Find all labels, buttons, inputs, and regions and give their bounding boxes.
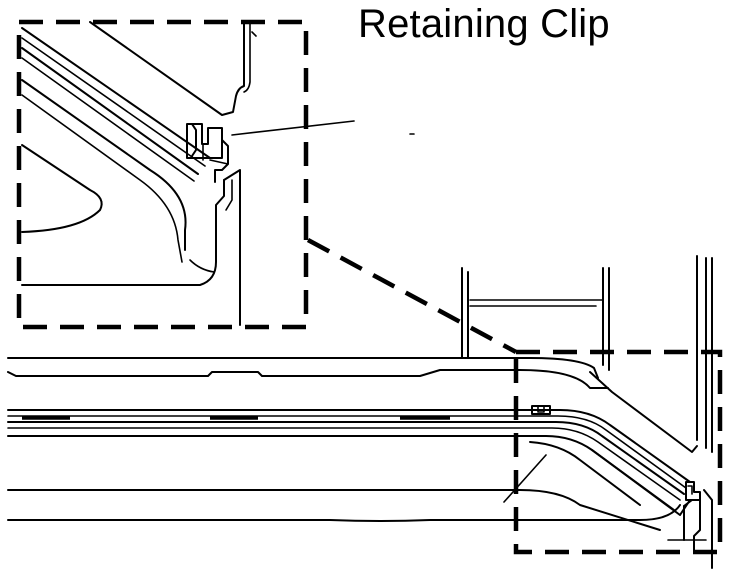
callout-label: Retaining Clip — [358, 2, 610, 46]
inset-wall-cap — [223, 169, 241, 181]
inset-rail-line — [21, 47, 199, 175]
rail-line — [7, 415, 687, 489]
rail-bracket-slot — [537, 405, 545, 413]
rail-line — [7, 435, 675, 511]
detail-inset-border — [16, 19, 309, 330]
inset-rail-line — [21, 27, 211, 159]
inset-bracket-flange — [243, 21, 251, 93]
tray-upper-edge — [7, 489, 661, 531]
retaining-clip — [683, 481, 701, 551]
inset-bracket-tick — [251, 31, 257, 37]
upper-panel-edge — [7, 357, 599, 379]
detail-inset — [16, 19, 355, 330]
rail-line — [7, 427, 681, 501]
callout-leader-line — [231, 120, 355, 136]
inset-tray-wall — [21, 94, 183, 263]
rail-line — [7, 409, 691, 483]
upper-panel-lower-edge — [7, 369, 609, 389]
main-assembly — [7, 255, 713, 569]
tray-inner-slope — [591, 449, 691, 516]
inset-side-wall — [225, 179, 233, 211]
inset-upper-bracket — [89, 21, 245, 116]
detail-connector-line — [306, 238, 518, 354]
inset-inner-curve — [21, 144, 103, 233]
upper-panel-slope — [589, 371, 698, 453]
inset-tray-fillet — [189, 259, 215, 273]
inset-tray-bottom — [21, 179, 225, 286]
inset-rail-line — [21, 57, 195, 182]
section-cut-line — [503, 454, 547, 503]
tray-inner-curve — [529, 441, 641, 506]
tray-lower-edge — [7, 504, 681, 522]
side-end-wall — [703, 489, 713, 569]
inset-tray-wall — [21, 79, 187, 251]
rail-line — [7, 421, 685, 495]
inset-rail-line — [21, 37, 206, 167]
detail-region-box — [513, 349, 723, 555]
retaining-clip-detail — [186, 123, 229, 183]
